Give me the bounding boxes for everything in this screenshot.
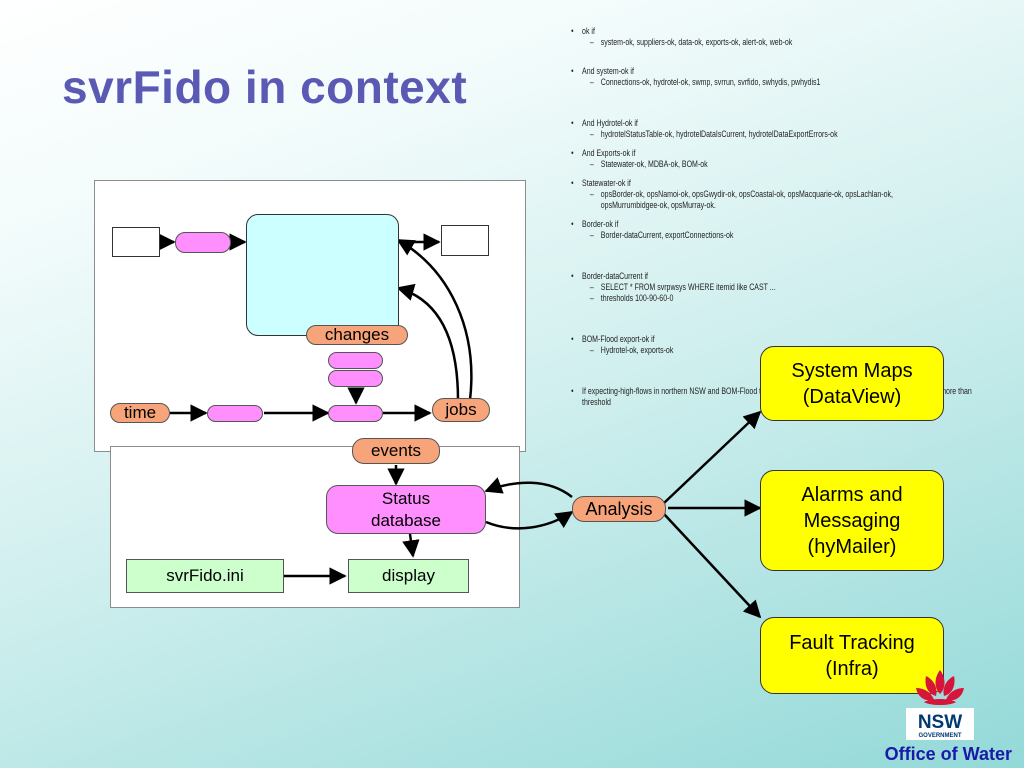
output-box [441,225,489,256]
nsw-government-logo: NSW GOVERNMENT [906,670,974,740]
rule-sub: Border-dataCurrent, exportConnections-ok [568,230,896,241]
rule-group: Statewater-ok if opsBorder-ok, opsNamoi-… [568,178,988,211]
time-label: time [110,403,170,423]
jobs-label: jobs [432,398,490,422]
input-box [112,227,160,257]
rule-sub: opsBorder-ok, opsNamoi-ok, opsGwydir-ok,… [568,189,896,211]
alarms-line-1: Alarms and [801,483,903,506]
rule-item: Border-ok if [568,219,896,230]
alarms-line-2: Messaging [803,509,901,532]
fault-line-1: Fault Tracking [789,631,915,654]
display-box: display [348,559,469,593]
fault-line-2: (Infra) [825,657,879,680]
system-maps-line-2: (DataView) [802,385,902,408]
rule-item: ok if [568,26,896,37]
rule-item: And system-ok if [568,66,896,77]
waratah-icon [916,670,964,705]
system-maps-box: System Maps (DataView) [760,346,944,421]
change-pill-1 [328,352,383,369]
rule-sub: thresholds 100-90-60-0 [568,293,896,304]
processor-box [246,214,399,336]
rule-sub: system-ok, suppliers-ok, data-ok, export… [568,37,896,48]
changes-label: changes [306,325,408,345]
events-label: events [352,438,440,464]
alarms-box: Alarms and Messaging (hyMailer) [760,470,944,571]
rule-group: BOM-Flood export-ok if Hydrotel-ok, expo… [568,334,988,356]
rule-sub: Hydrotel-ok, exports-ok [568,345,896,356]
footer-office-of-water: Office of Water [884,744,1012,764]
change-pill-2 [328,370,383,387]
rule-group: And Exports-ok if Statewater-ok, MDBA-ok… [568,148,988,170]
time-pill [207,405,263,422]
rule-group: And system-ok if Connections-ok, hydrote… [568,66,988,88]
status-line-1: Status [381,488,431,508]
rule-item: And Exports-ok if [568,148,896,159]
status-database: Status database [326,485,486,534]
rule-item: And Hydrotel-ok if [568,118,896,129]
rule-sub: Connections-ok, hydrotel-ok, swmp, svrru… [568,77,896,88]
alarms-line-3: (hyMailer) [807,535,897,558]
rule-group: Border-dataCurrent if SELECT * FROM svrp… [568,271,988,304]
merge-pill [328,405,383,422]
rule-sub: Statewater-ok, MDBA-ok, BOM-ok [568,159,896,170]
rule-group: ok if system-ok, suppliers-ok, data-ok, … [568,26,988,48]
fault-tracking-box: Fault Tracking (Infra) [760,617,944,694]
rule-sub: SELECT * FROM svrpwsys WHERE itemid like… [568,282,896,293]
rule-item: Border-dataCurrent if [568,271,896,282]
slide-title: svrFido in context [62,61,468,113]
nsw-text: NSW [918,712,962,733]
svrfido-ini-box: svrFido.ini [126,559,284,593]
rule-item: Statewater-ok if [568,178,896,189]
rule-sub: hydrotelStatusTable-ok, hydrotelDataIsCu… [568,129,896,140]
status-line-2: database [371,510,441,530]
input-pill [175,232,231,253]
rule-item: BOM-Flood export-ok if [568,334,896,345]
rule-group: Border-ok if Border-dataCurrent, exportC… [568,219,988,241]
rule-group: And Hydrotel-ok if hydrotelStatusTable-o… [568,118,988,140]
analysis-label: Analysis [572,496,666,522]
government-text: GOVERNMENT [918,733,961,739]
system-maps-line-1: System Maps [791,359,913,382]
